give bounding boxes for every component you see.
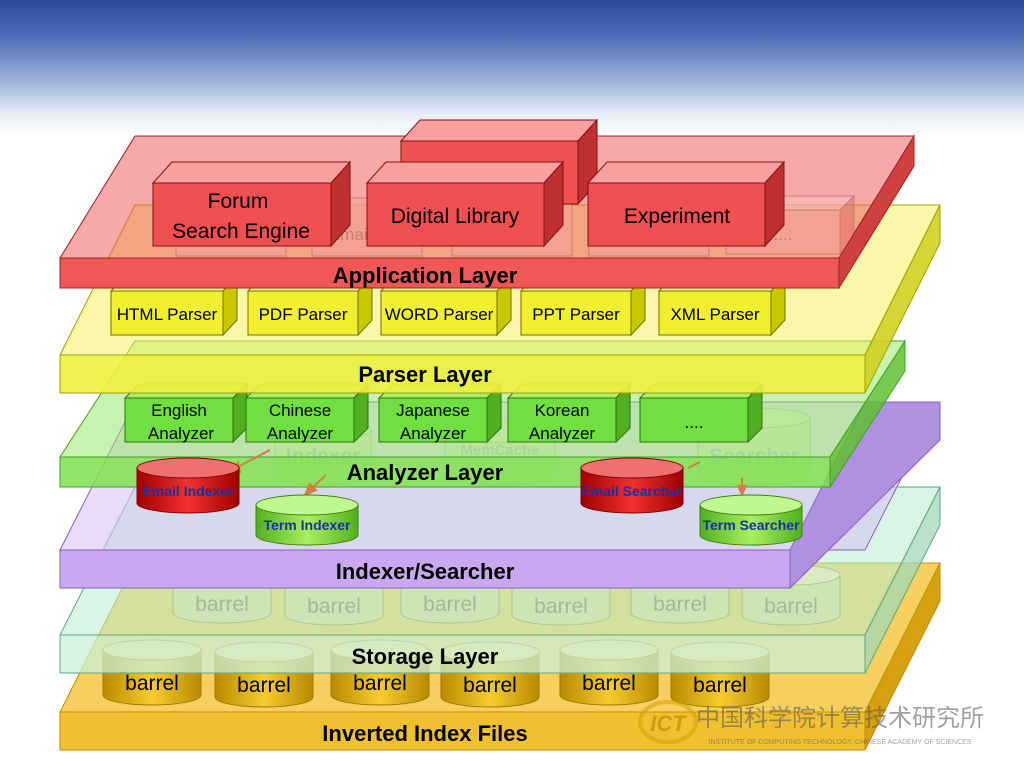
email-indexer-label: Email Indexer — [142, 483, 234, 499]
app-forum-line1: Forum — [208, 190, 269, 213]
barrel-label: barrel — [307, 595, 361, 618]
email-searcher-label: Email Searcher — [581, 483, 683, 499]
analyzer-english-line1: English — [151, 401, 207, 420]
barrel-label: barrel — [423, 593, 477, 616]
arrowhead — [302, 482, 318, 498]
arrow-to-email-searcher — [687, 461, 701, 469]
layer-label-analyzer: Analyzer Layer — [347, 460, 504, 485]
barrel-label: barrel — [125, 672, 179, 695]
logo-chinese-name: 中国科学院计算技术研究所 — [696, 705, 984, 732]
parser-html-label: HTML Parser — [117, 305, 218, 324]
email-indexer-cylinder: Email Indexer — [136, 457, 240, 514]
analyzer-japanese-line2: Analyzer — [400, 424, 466, 443]
app-box-forum: Forum Search Engine — [151, 160, 352, 248]
barrel-label: barrel — [582, 672, 636, 695]
barrel-label: barrel — [653, 593, 707, 616]
email-searcher-cylinder: Email Searcher — [580, 457, 684, 514]
analyzer-korean-line1: Korean — [535, 401, 590, 420]
barrel-label: barrel — [764, 595, 818, 618]
header-banner — [0, 0, 1024, 135]
term-searcher-label: Term Searcher — [702, 517, 800, 533]
term-searcher-cylinder: Term Searcher — [699, 494, 803, 546]
app-experiment-label: Experiment — [624, 205, 730, 228]
parser-ppt-label: PPT Parser — [532, 305, 620, 324]
app-box-experiment: Experiment — [586, 160, 786, 248]
barrel-label: barrel — [463, 674, 517, 697]
app-digital-library-label: Digital Library — [391, 205, 520, 228]
barrel-label: barrel — [237, 674, 291, 697]
analyzer-english-line2: Analyzer — [148, 424, 214, 443]
layer-label-storage: Storage Layer — [352, 644, 499, 669]
analyzer-box-english: English Analyzer — [123, 382, 249, 444]
analyzer-box-japanese: Japanese Analyzer — [377, 382, 503, 444]
layer-label-parser: Parser Layer — [358, 362, 492, 387]
barrel-label: barrel — [534, 595, 588, 618]
parser-box-xml: XML Parser — [657, 274, 787, 337]
analyzer-chinese-line1: Chinese — [269, 401, 331, 420]
logo-mark: ICT — [650, 711, 687, 736]
app-box-digital-library: Digital Library — [365, 160, 565, 248]
parser-box-word: WORD Parser — [379, 274, 513, 337]
ict-logo: ICT 中国科学院计算技术研究所 INSTITUTE OF COMPUTING … — [638, 700, 984, 746]
arrowhead — [736, 485, 748, 497]
analyzer-japanese-line1: Japanese — [396, 401, 470, 420]
parser-xml-label: XML Parser — [670, 305, 759, 324]
logo-english-name: INSTITUTE OF COMPUTING TECHNOLOGY, CHINE… — [709, 739, 972, 746]
analyzer-more-label: .... — [685, 413, 704, 432]
parser-pdf-label: PDF Parser — [259, 305, 348, 324]
barrel-label: barrel — [195, 593, 249, 616]
barrel-label: barrel — [353, 672, 407, 695]
layer-label-application: Application Layer — [333, 263, 518, 288]
indexer-layer-front — [59, 401, 941, 590]
layer-label-indexer: Indexer/Searcher — [336, 559, 515, 584]
term-indexer-label: Term Indexer — [264, 517, 351, 533]
app-forum-line2: Search Engine — [172, 220, 310, 243]
analyzer-korean-line2: Analyzer — [529, 424, 595, 443]
term-indexer-cylinder: Term Indexer — [255, 494, 359, 546]
application-layer-front — [59, 134, 915, 290]
layer-label-inverted: Inverted Index Files — [322, 721, 527, 746]
storage-layer-front — [59, 486, 941, 674]
analyzer-chinese-line2: Analyzer — [267, 424, 333, 443]
parser-word-label: WORD Parser — [385, 305, 494, 324]
barrel-label: barrel — [693, 674, 747, 697]
